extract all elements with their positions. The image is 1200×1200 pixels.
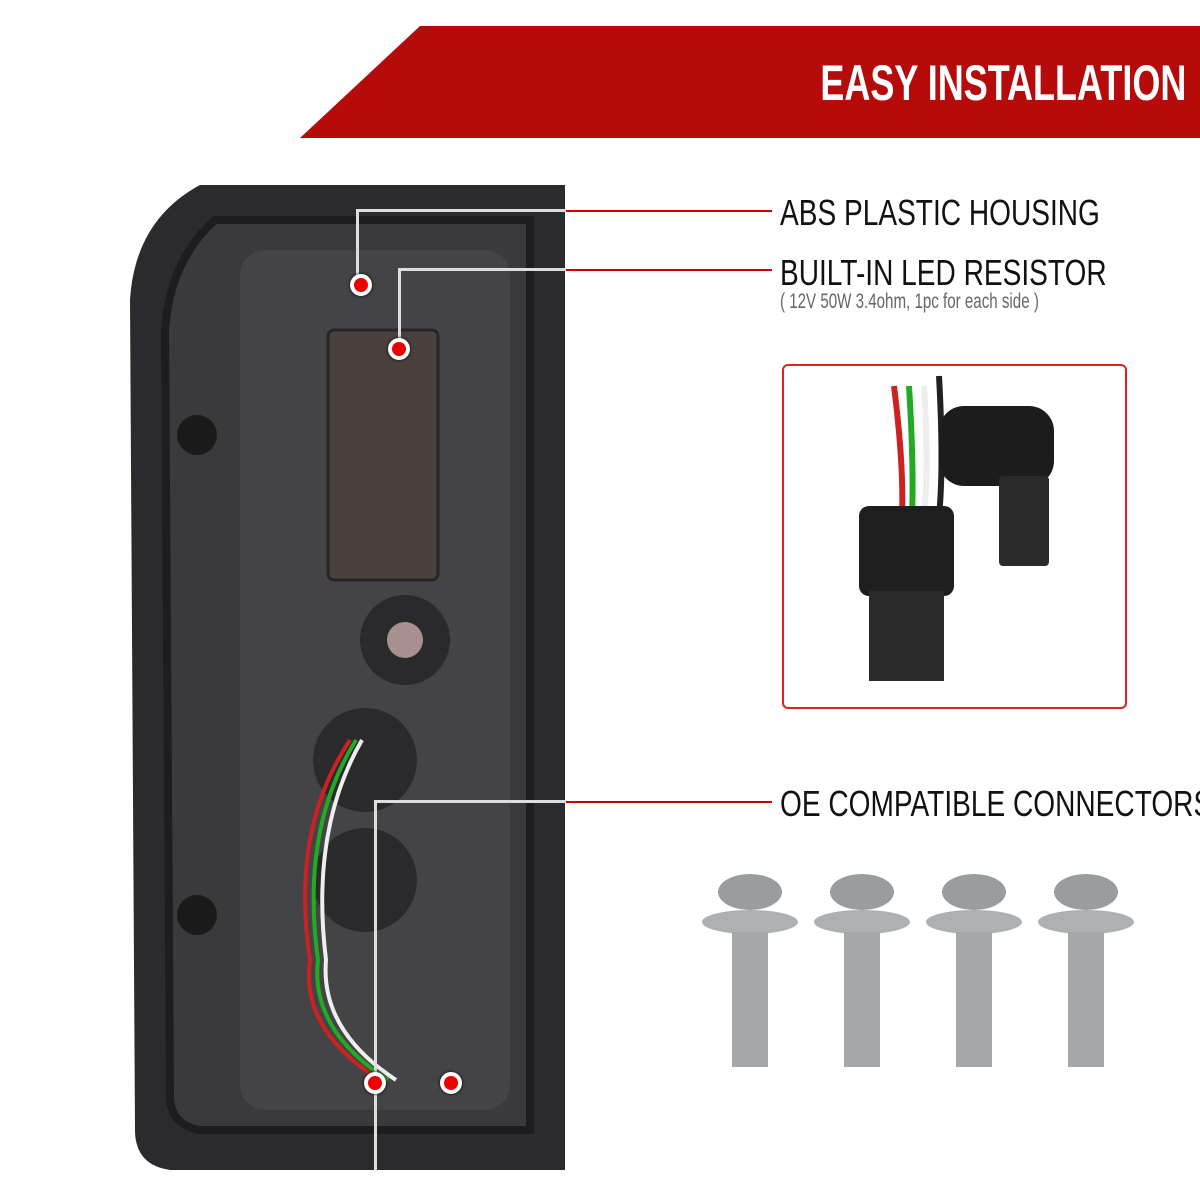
bolt-icon bbox=[1038, 874, 1134, 1067]
connector-detail-inset bbox=[782, 364, 1127, 709]
feature-label-housing: ABS PLASTIC HOUSING bbox=[780, 192, 1100, 233]
feature-label-resistor: BUILT-IN LED RESISTOR bbox=[780, 252, 1107, 293]
connector-image bbox=[859, 375, 1054, 681]
banner-title: EASY INSTALLATION bbox=[819, 55, 1186, 111]
mounting-bolts bbox=[702, 874, 1134, 1067]
bolt-icon bbox=[702, 874, 798, 1067]
marker-dot bbox=[350, 274, 372, 296]
header-banner: EASY INSTALLATION bbox=[300, 26, 1200, 138]
feature-label-connectors: OE COMPATIBLE CONNECTORS bbox=[780, 783, 1200, 824]
feature-note-resistor: ( 12V 50W 3.4ohm, 1pc for each side ) bbox=[780, 290, 1039, 313]
bolt-icon bbox=[926, 874, 1022, 1067]
taillight-image bbox=[130, 185, 565, 1170]
bolt-icon bbox=[814, 874, 910, 1067]
marker-dot bbox=[364, 1072, 386, 1094]
marker-dot bbox=[388, 338, 410, 360]
marker-dot bbox=[440, 1072, 462, 1094]
